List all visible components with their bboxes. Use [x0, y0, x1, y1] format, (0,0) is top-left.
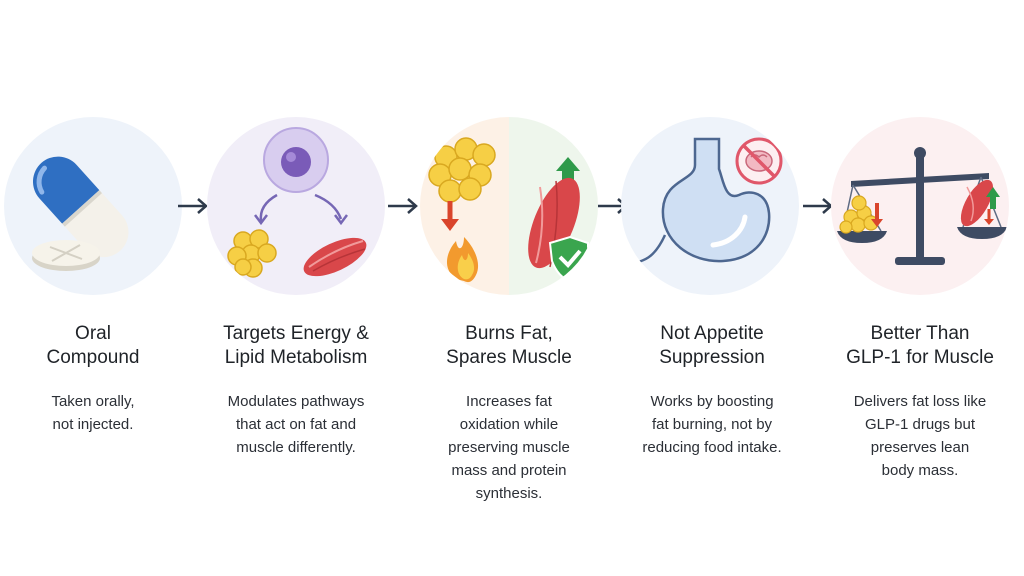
step-title: Burns Fat, Spares Muscle [446, 323, 572, 368]
arrow-right-icon [803, 198, 833, 214]
step-title: Better Than GLP-1 for Muscle [846, 323, 994, 368]
arrow-right-icon [178, 198, 208, 214]
step-description: Works by boosting fat burning, not by re… [642, 393, 782, 456]
flow-arrow-4 [801, 196, 835, 216]
flow-arrow-2 [386, 196, 420, 216]
capsule-and-tablet-icon [32, 156, 129, 271]
step-title: Targets Energy & Lipid Metabolism [223, 323, 369, 368]
step-title: Oral Compound [46, 323, 140, 368]
balance-scale-icon [837, 147, 1007, 265]
step-2-illustration [207, 117, 385, 295]
stomach-no-brain-icon [621, 137, 783, 267]
step-description: Taken orally, not injected. [51, 393, 135, 433]
step-description: Modulates pathways that act on fat and m… [227, 393, 365, 456]
step-1-illustration [4, 117, 182, 295]
step-5-illustration [831, 117, 1009, 295]
arrow-right-icon [388, 198, 418, 214]
step-description: Increases fat oxidation while preserving… [448, 393, 570, 502]
step-4-illustration [621, 117, 799, 295]
cell-targeting-fat-and-muscle-icon [227, 127, 367, 278]
flow-arrow-1 [176, 196, 210, 216]
step-3-illustration [420, 117, 598, 295]
fat-burning-muscle-preserved-icon [428, 137, 589, 283]
step-title: Not Appetite Suppression [659, 323, 765, 368]
step-description: Delivers fat loss like GLP-1 drugs but p… [853, 393, 987, 479]
